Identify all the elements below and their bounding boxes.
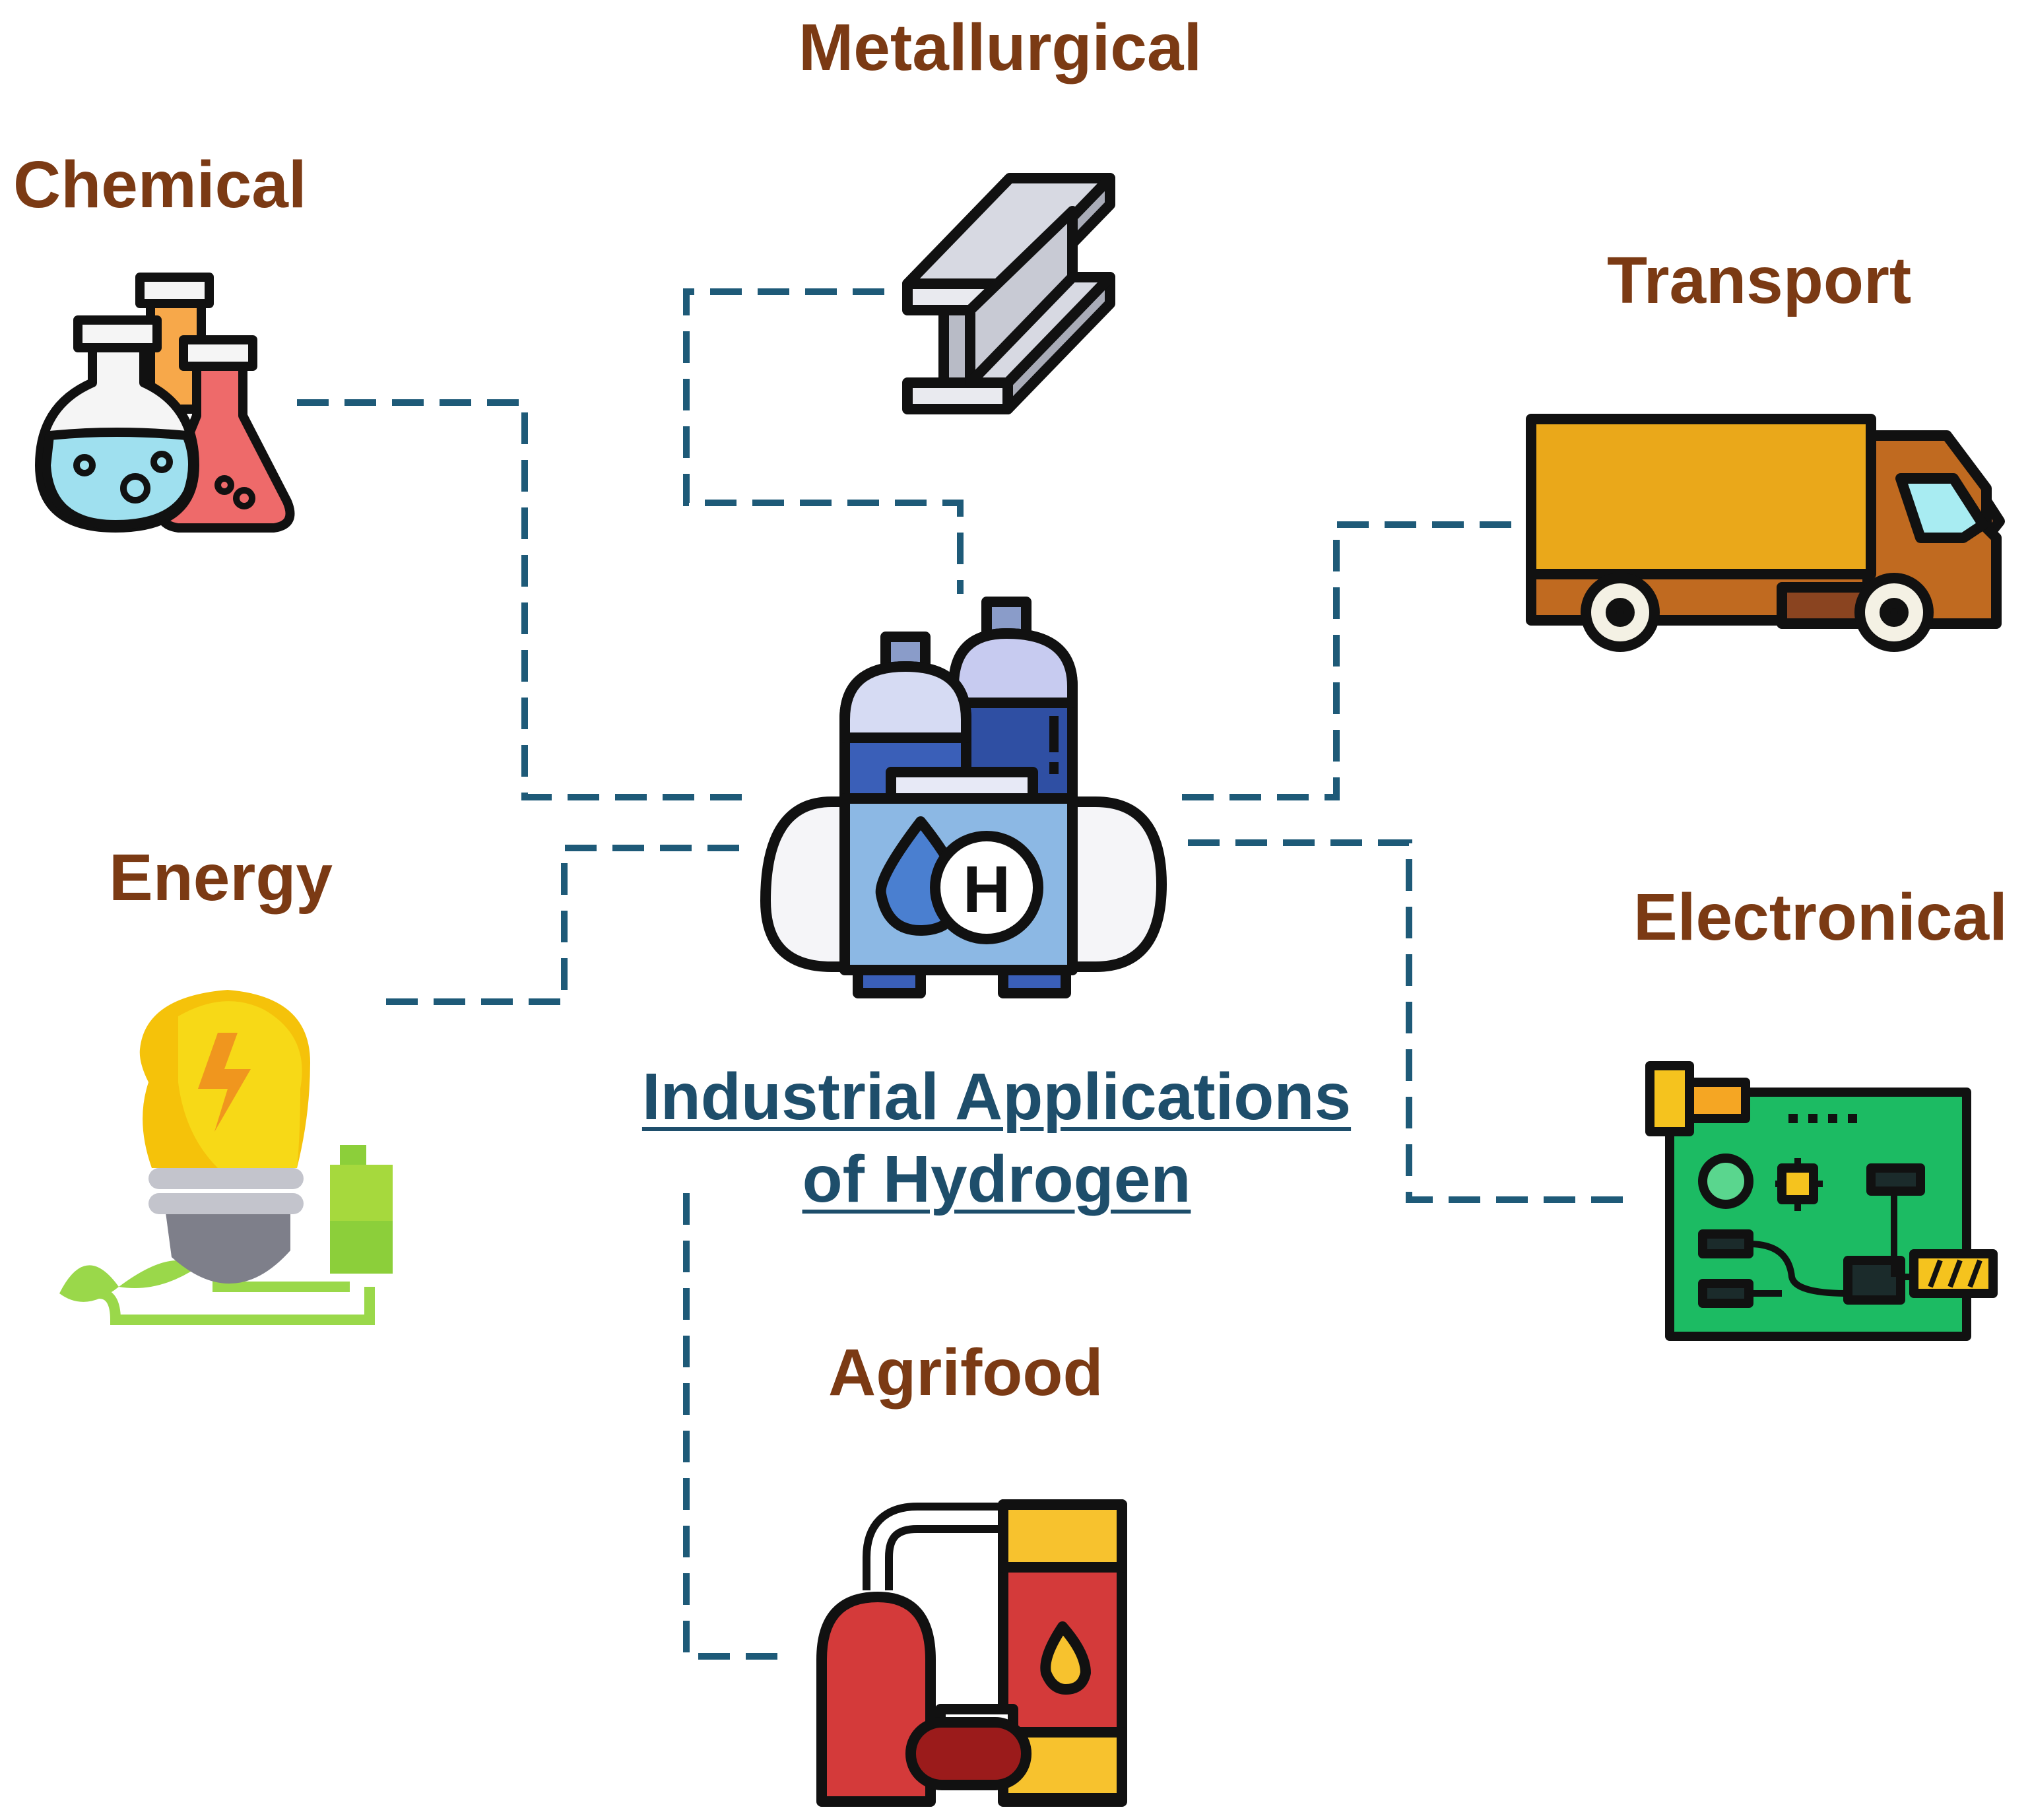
circuit-traces xyxy=(1748,1158,1914,1297)
hydrogen-h-glyph: H xyxy=(963,853,1010,926)
truck-icon xyxy=(1526,414,2005,652)
diagram-title-line2: of Hydrogen xyxy=(802,1142,1191,1216)
connector-metallurgical xyxy=(683,288,964,594)
label-chemical: Chemical xyxy=(13,148,307,222)
steel-beam-icon xyxy=(902,173,1115,414)
flasks-icon xyxy=(35,273,295,533)
label-transport: Transport xyxy=(1607,244,1912,317)
diagram-title: Industrial Applications of Hydrogen xyxy=(568,1056,1425,1221)
connector-agrifood xyxy=(683,1193,785,1660)
factory-tank-icon xyxy=(816,1499,1127,1807)
circuit-board-icon xyxy=(1645,1061,1998,1341)
label-agrifood: Agrifood xyxy=(828,1336,1103,1410)
label-electronical: Electronical xyxy=(1633,880,2008,954)
connector-electronical xyxy=(1188,839,1633,1203)
label-metallurgical: Metallurgical xyxy=(799,11,1202,84)
connector-chemical xyxy=(297,399,752,800)
connector-transport xyxy=(1168,521,1511,800)
lightbulb-plug-icon xyxy=(59,990,393,1325)
hydrogen-tanks-icon xyxy=(760,597,1167,998)
circuit-dots xyxy=(1788,1114,1982,1288)
diagram-title-line1: Industrial Applications xyxy=(641,1060,1352,1134)
connector-energy xyxy=(386,845,746,1005)
label-energy: Energy xyxy=(109,841,333,915)
